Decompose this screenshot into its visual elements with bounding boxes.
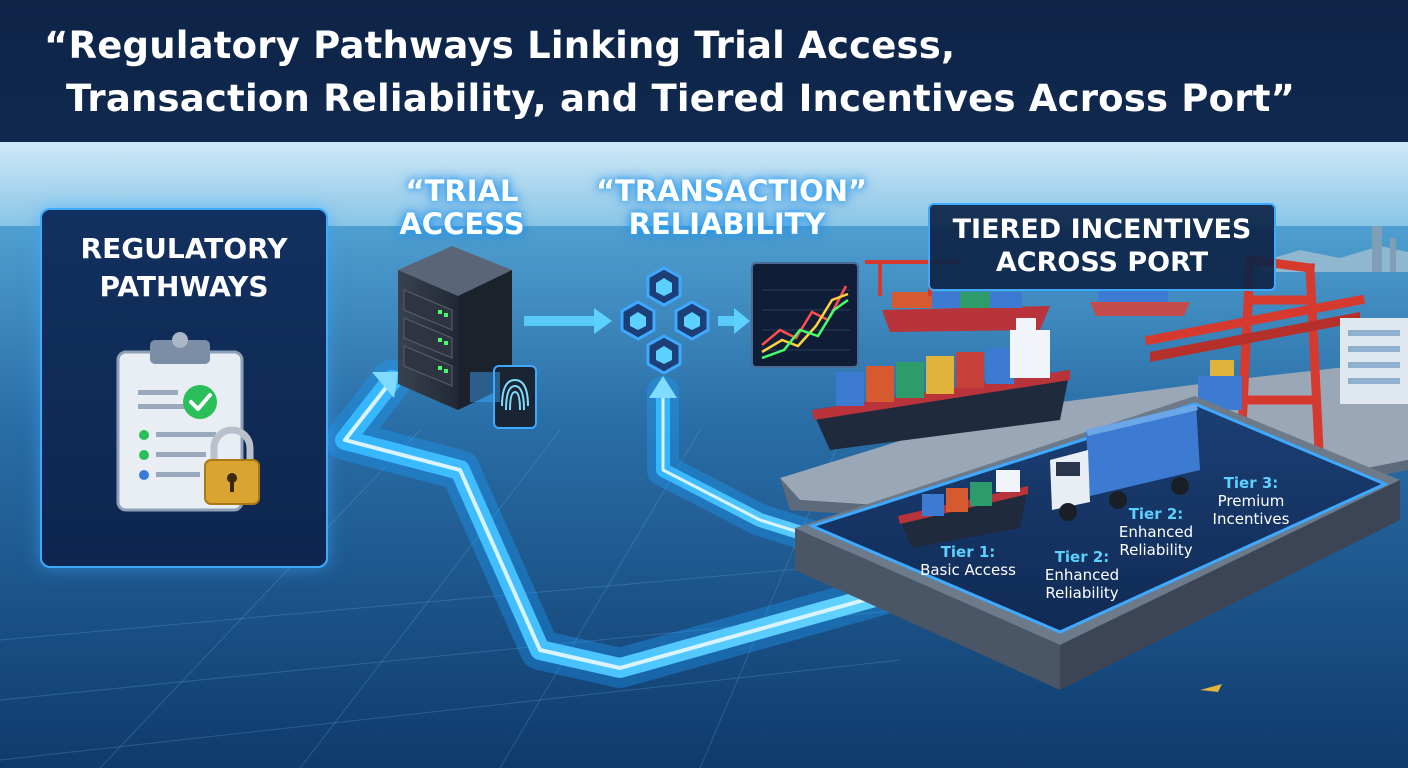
tier-2b-desc-2: Reliability xyxy=(1119,541,1193,559)
truck-icon xyxy=(1050,404,1200,521)
arrow-transaction-to-chart xyxy=(718,308,750,334)
tiered-incentives-line-2: ACROSS PORT xyxy=(995,247,1209,278)
trial-access-label-line-1: “TRIAL xyxy=(405,174,519,208)
tier-2a-name: Tier 2: xyxy=(1054,548,1110,566)
tier-2a-desc-1: Enhanced xyxy=(1044,566,1120,584)
padlock-icon-overlay xyxy=(204,426,260,505)
tier-2b-desc-1: Enhanced xyxy=(1118,523,1194,541)
page-title-line-2: Transaction Reliability, and Tiered Ince… xyxy=(66,77,1296,120)
line-chart-icon xyxy=(751,262,859,368)
tier-2b-name: Tier 2: xyxy=(1128,505,1184,523)
page-title-line-1: “Regulatory Pathways Linking Trial Acces… xyxy=(44,24,956,67)
pathway-arrow-lower xyxy=(325,360,920,688)
transaction-label-line-2: RELIABILITY xyxy=(628,207,826,241)
crane-icon xyxy=(1144,254,1366,475)
tier-3-desc-1: Premium xyxy=(1217,492,1285,510)
tier-1-name: Tier 1: xyxy=(940,543,996,561)
cargo-ship-icon-small xyxy=(898,470,1028,548)
regulatory-title-line-1: REGULATORY xyxy=(80,232,288,265)
tier-label-2a: Tier 2: Enhanced Reliability xyxy=(1030,548,1134,602)
tier-3-name: Tier 3: xyxy=(1223,474,1279,492)
fingerprint-icon xyxy=(470,365,537,429)
tier-label-1: Tier 1: Basic Access xyxy=(908,543,1028,579)
trial-access-label-line-2: ACCESS xyxy=(399,207,525,241)
cargo-ship-icon-far xyxy=(882,290,1190,332)
port-platform xyxy=(795,396,1400,690)
tier-label-3: Tier 3: Premium Incentives xyxy=(1196,474,1306,528)
tier-1-desc: Basic Access xyxy=(920,561,1016,579)
title-band: “Regulatory Pathways Linking Trial Acces… xyxy=(0,0,1408,142)
tiered-incentives-box: TIERED INCENTIVES ACROSS PORT xyxy=(928,203,1276,291)
tiered-incentives-line-1: TIERED INCENTIVES xyxy=(952,214,1252,245)
regulatory-title-line-2: PATHWAYS xyxy=(99,270,269,303)
transaction-label-line-1: “TRANSACTION” xyxy=(596,174,868,208)
tier-3-desc-2: Incentives xyxy=(1212,510,1290,528)
arrow-trial-to-transaction xyxy=(524,308,612,334)
cargo-ship-icon-main xyxy=(812,318,1070,450)
tier-label-2b: Tier 2: Enhanced Reliability xyxy=(1104,505,1208,559)
tier-2a-desc-2: Reliability xyxy=(1045,584,1119,602)
